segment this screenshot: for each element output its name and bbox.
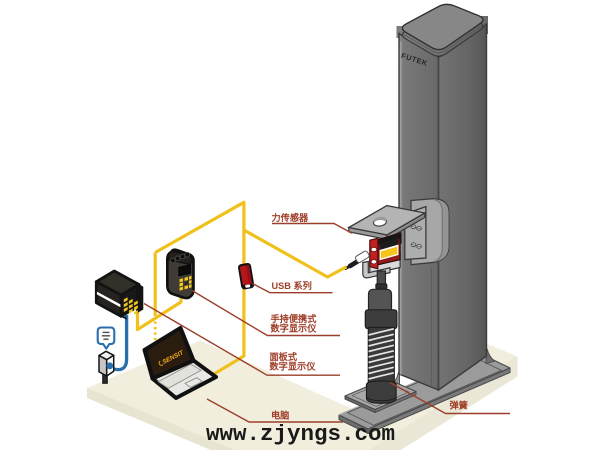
svg-text:面板式: 面板式 (270, 351, 298, 362)
svg-text:手持便携式: 手持便携式 (271, 313, 318, 324)
svg-text:数字显示仪: 数字显示仪 (270, 322, 318, 333)
svg-text:www.zjyngs.com: www.zjyngs.com (206, 421, 395, 447)
svg-text:USB 系列: USB 系列 (272, 280, 312, 291)
svg-text:力传感器: 力传感器 (272, 212, 310, 223)
svg-text:弹簧: 弹簧 (450, 399, 468, 410)
svg-text:数字显示仪: 数字显示仪 (269, 360, 317, 371)
svg-text:电脑: 电脑 (271, 409, 289, 420)
